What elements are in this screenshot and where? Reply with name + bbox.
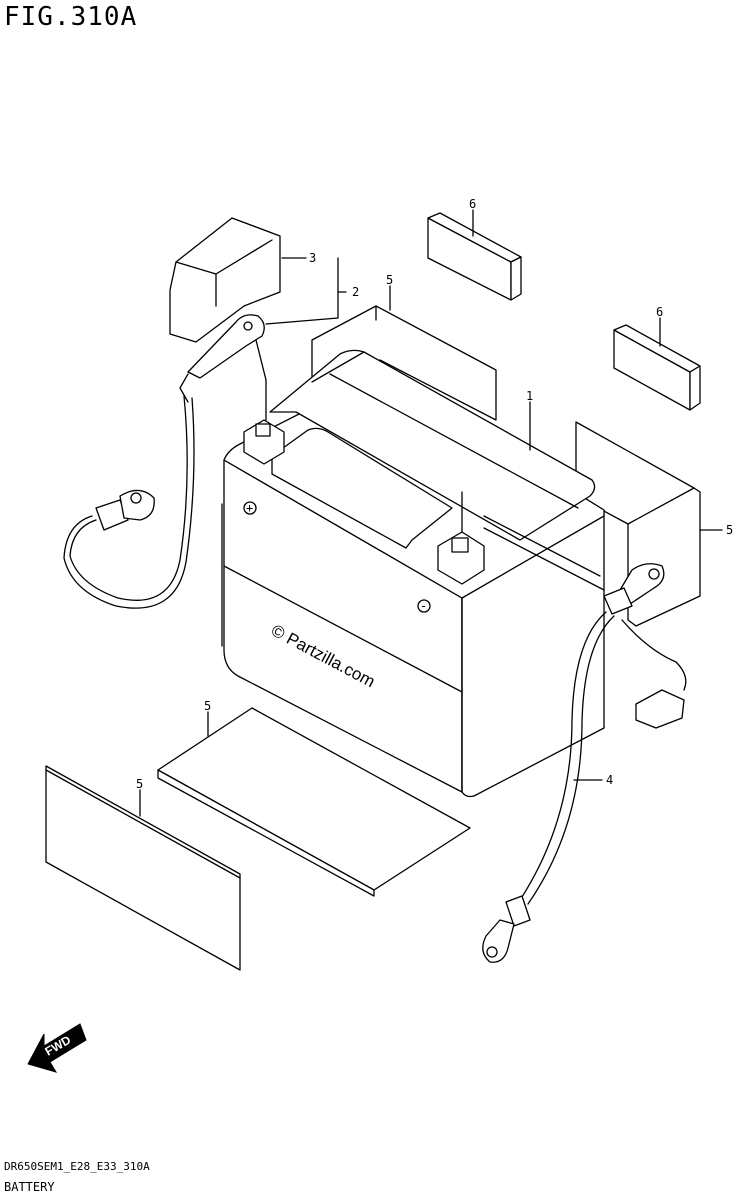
positive-terminal-symbol: + (246, 501, 253, 515)
part-1-battery: + - © Partzilla.com (221, 349, 605, 798)
part-6-pad-top (427, 212, 522, 301)
callout-5-top: 5 (386, 273, 393, 287)
figure-title: FIG.310A (4, 2, 138, 32)
negative-terminal-symbol: - (420, 599, 427, 613)
callout-5-right: 5 (726, 523, 733, 537)
part-5-pad-bottom (157, 707, 471, 897)
part-3-terminal-cover (169, 217, 281, 343)
part-2-positive-cable (63, 314, 267, 609)
callout-5-mid: 5 (204, 699, 211, 713)
callout-leaders (139, 209, 723, 817)
part-5-pad-front (45, 765, 241, 971)
part-6-pad-right (613, 324, 701, 411)
callout-2: 2 (352, 285, 359, 299)
callout-4: 4 (606, 773, 613, 787)
section-title: BATTERY (4, 1180, 55, 1194)
callout-3: 3 (309, 251, 316, 265)
part-4-negative-cable (482, 515, 687, 963)
drawing-code: DR650SEM1_E28_E33_310A (4, 1160, 150, 1173)
callout-5-left: 5 (136, 777, 143, 791)
callout-6-right: 6 (656, 305, 663, 319)
callout-1: 1 (526, 389, 533, 403)
fwd-arrow-icon: FWD (27, 1023, 87, 1073)
callout-6-top: 6 (469, 197, 476, 211)
